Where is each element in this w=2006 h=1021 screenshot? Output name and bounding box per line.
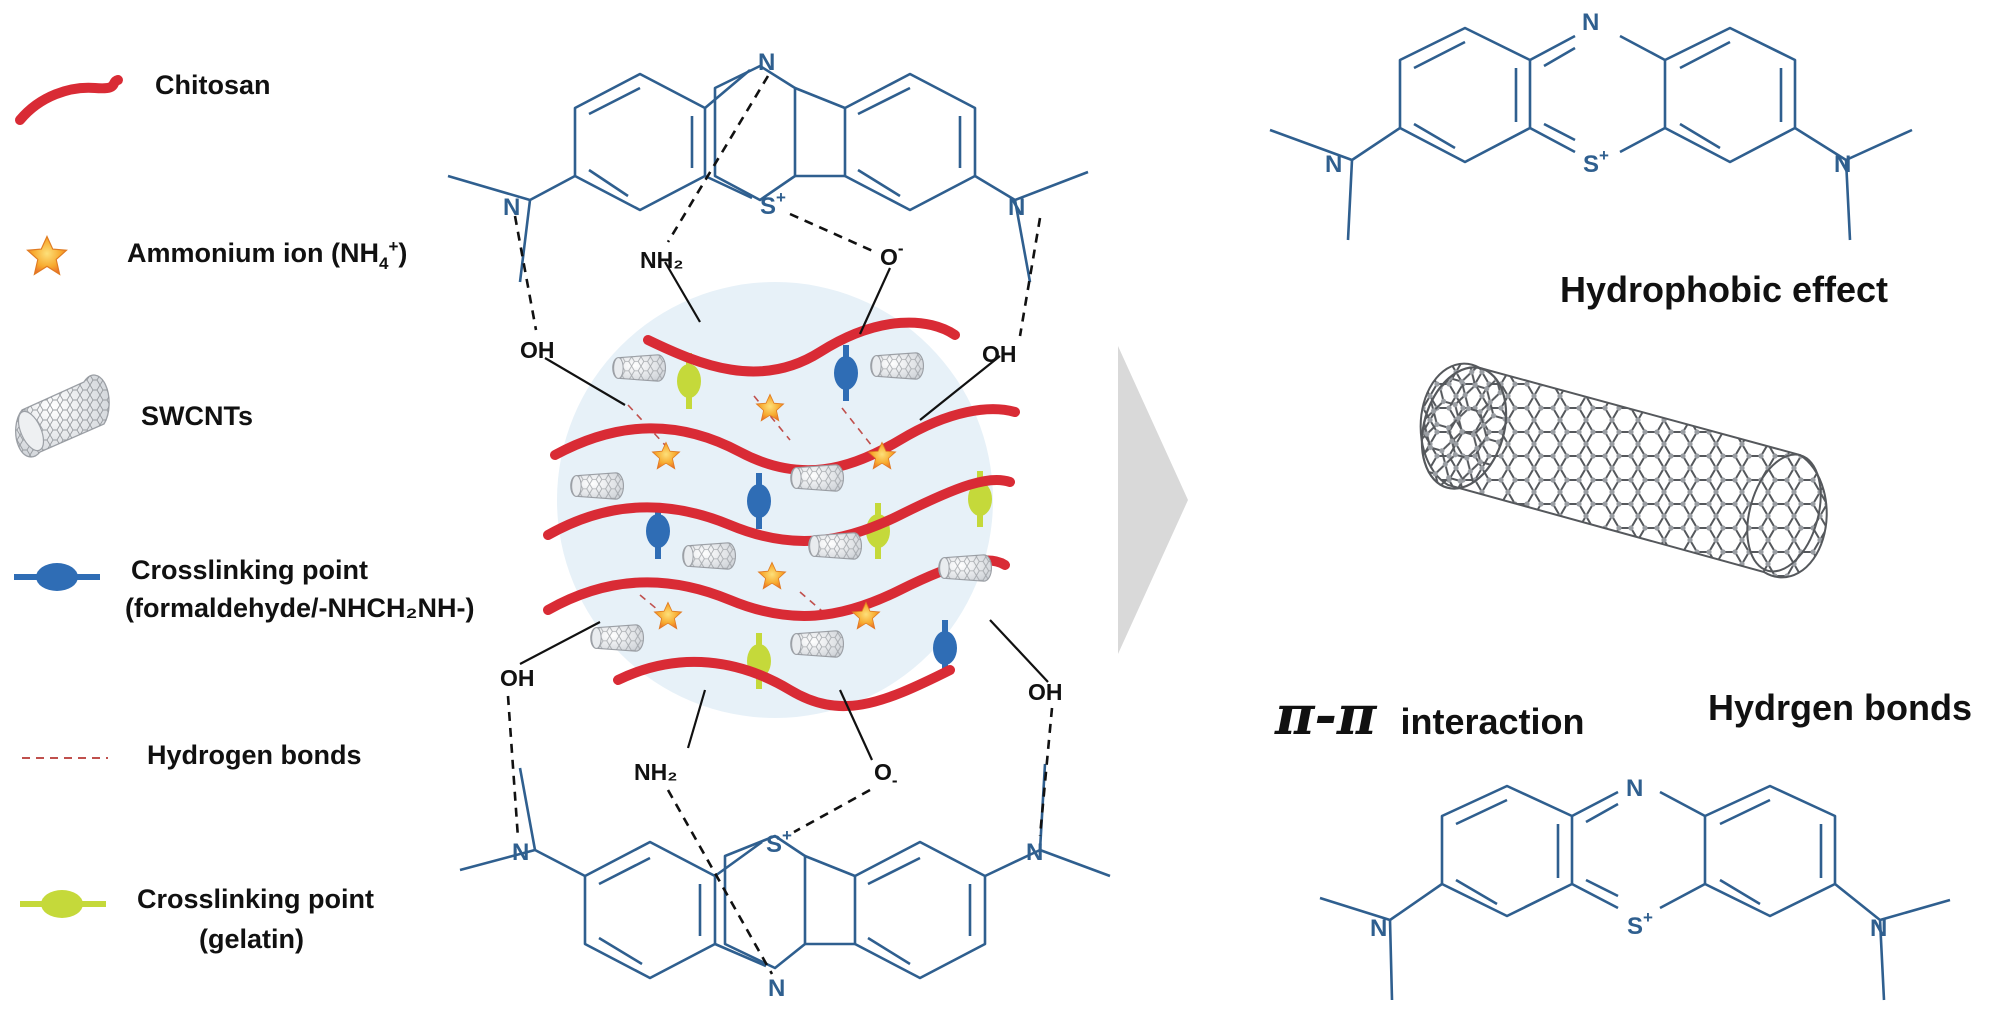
o-group: O- (874, 759, 898, 790)
swcnt-icon (938, 554, 993, 582)
atom-n: N (1008, 194, 1025, 221)
oh-group: OH (500, 665, 535, 691)
atom-n: N (1834, 151, 1851, 178)
atom-s-charge: + (776, 188, 786, 207)
hydrogen-bonds-label: Hydrgen bonds (1708, 687, 1972, 728)
atom-n: N (758, 49, 775, 76)
pi-pi-text: interaction (1400, 701, 1584, 742)
pi-pi-symbol: π-π (1274, 683, 1378, 747)
legend-hydrogen-bonds: Hydrogen bonds (147, 740, 362, 770)
swcnt-icon (790, 630, 845, 658)
swcnt-icon (590, 624, 645, 652)
legend-crosslink-gelatin-line1: Crosslinking point (137, 884, 374, 914)
legend-crosslink-formaldehyde-line2: (formaldehyde/-NHCH₂NH-) (125, 593, 475, 623)
chitosan-chain (643, 317, 960, 377)
formaldehyde-crosslink-legend-icon (14, 563, 100, 591)
oh-connector (519, 621, 601, 665)
atom-n: N (1325, 151, 1342, 178)
nh2-group: NH₂ (634, 759, 677, 785)
hydrophobic-effect-label: Hydrophobic effect (1560, 269, 1888, 310)
atom-s-charge: + (1599, 146, 1609, 165)
o-symbol: O (874, 759, 892, 785)
atom-n: N (1026, 839, 1043, 866)
oh-connector (544, 357, 626, 406)
atom-s-charge: + (782, 826, 792, 845)
swcnt-legend-icon (15, 374, 110, 458)
swcnt-icon (570, 472, 625, 500)
legend: Chitosan Ammonium ion (NH4+) SWCNTs Cros… (14, 70, 475, 954)
o-symbol: O (880, 244, 898, 270)
atom-s-symbol: S (760, 193, 776, 220)
atom-s: S+ (1583, 146, 1609, 178)
atom-s: S+ (760, 188, 786, 220)
network-hydrogen-bond (841, 407, 873, 447)
atom-n: N (1870, 915, 1887, 942)
atom-n: N (768, 975, 785, 1002)
swcnt-nanotube (1419, 362, 1828, 579)
oh-group: OH (982, 341, 1017, 367)
swcnt-icon (808, 532, 863, 560)
atom-s: S+ (1627, 908, 1653, 940)
legend-ammonium-sub: 4 (379, 254, 389, 273)
methylene-blue-top: N S+ N N (447, 49, 1089, 283)
center-top-interactions: OH OH NH₂ O- (513, 75, 1042, 367)
oh-group: OH (1028, 679, 1063, 705)
legend-ammonium: Ammonium ion (NH4+) (127, 237, 407, 273)
methylene-blue-right-bottom: N S+ N N (1319, 775, 1951, 1001)
nh2-group: NH₂ (640, 247, 683, 273)
o-charge: - (898, 239, 904, 258)
legend-ammonium-sup: + (388, 237, 398, 256)
ammonium-star-icon (26, 235, 68, 275)
pi-pi-interaction-label: π-π interaction (1274, 683, 1585, 747)
atom-n: N (1582, 9, 1599, 36)
oh-group: OH (520, 337, 555, 363)
hydrogel-network (519, 261, 1049, 761)
atom-n: N (503, 194, 520, 221)
center-bottom-interactions: OH OH NH₂ O- (500, 665, 1063, 975)
atom-s: S+ (766, 826, 792, 858)
swcnt-icon (612, 354, 667, 382)
legend-crosslink-gelatin-line2: (gelatin) (199, 924, 304, 954)
atom-n: N (512, 839, 529, 866)
legend-chitosan: Chitosan (155, 70, 271, 100)
o-group: O- (880, 239, 904, 270)
swcnt-icon (790, 464, 845, 492)
transition-arrow (1118, 346, 1188, 654)
atom-s-symbol: S (1627, 913, 1643, 940)
chitosan-chain (613, 656, 955, 712)
methylene-blue-right-top: N S+ N N (1269, 9, 1913, 241)
legend-crosslink-formaldehyde-line1: Crosslinking point (131, 555, 368, 585)
o-connector (858, 267, 892, 335)
chitosan-legend-icon (15, 75, 123, 125)
oh-connector (919, 355, 1001, 421)
nh2-connector (664, 261, 701, 323)
methylene-blue-bottom: S+ N N N (459, 763, 1111, 1002)
gelatin-crosslink-legend-icon (20, 890, 106, 918)
chitosan-chain (543, 474, 1015, 547)
atom-n: N (1626, 775, 1643, 802)
legend-swcnts: SWCNTs (141, 401, 253, 431)
network-hydrogen-bond (799, 591, 831, 619)
oh-connector (989, 619, 1049, 683)
legend-ammonium-prefix: Ammonium ion (NH (127, 238, 379, 268)
atom-s-symbol: S (1583, 151, 1599, 178)
o-connector (838, 689, 874, 761)
swcnt-icon (870, 352, 925, 380)
network-hydrogen-bond (753, 395, 791, 441)
atom-s-symbol: S (766, 831, 782, 858)
o-charge: - (892, 771, 898, 790)
swcnt-icon (682, 542, 737, 570)
legend-ammonium-suffix: ) (398, 238, 407, 268)
atom-n: N (1370, 915, 1387, 942)
nh2-connector (686, 689, 707, 749)
atom-s-charge: + (1643, 908, 1653, 927)
